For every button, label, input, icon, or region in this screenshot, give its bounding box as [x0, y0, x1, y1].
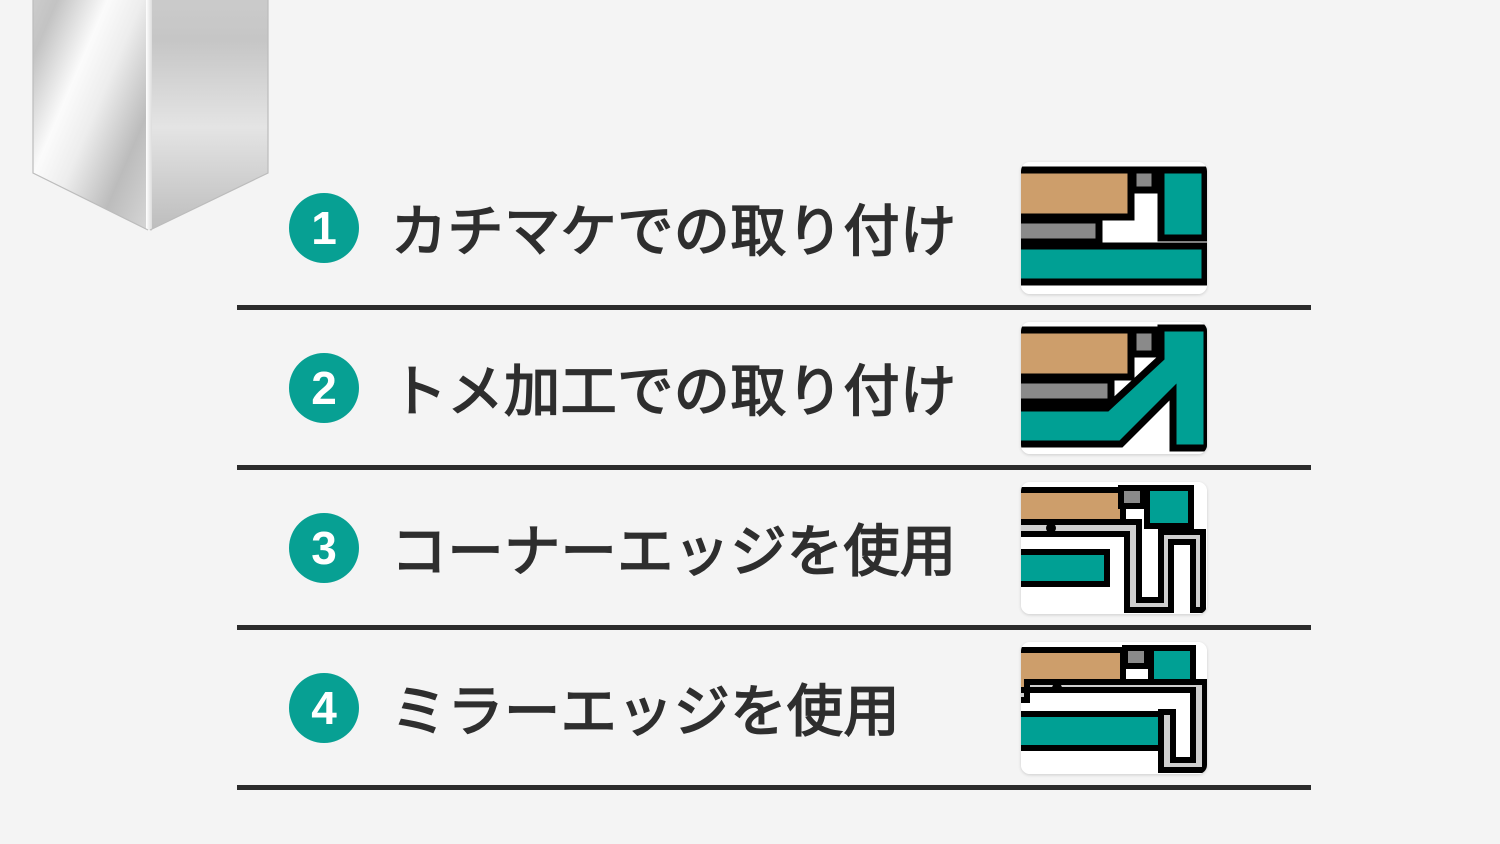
method-thumbnail-2[interactable] [1021, 321, 1207, 454]
method-row-4[interactable]: 4 ミラーエッジを使用 [237, 630, 1311, 790]
method-label-2: トメ加工での取り付け [391, 360, 957, 425]
method-number-badge-3: 3 [289, 512, 359, 583]
installation-method-list: 1 カチマケでの取り付け 2 トメ加工での取り付け [237, 150, 1311, 790]
method-label-1: カチマケでの取り付け [391, 200, 957, 265]
mirror-corner-highlight [146, 0, 152, 231]
method-row-1[interactable]: 1 カチマケでの取り付け [237, 150, 1311, 310]
method-label-3: コーナーエッジを使用 [391, 520, 957, 585]
method-row-3[interactable]: 3 コーナーエッジを使用 [237, 470, 1311, 630]
method-number-badge-1: 1 [289, 192, 359, 263]
method-number-badge-4: 4 [289, 672, 359, 743]
mirror-face-left [33, 0, 148, 230]
method-thumbnail-3[interactable] [1021, 481, 1207, 614]
corner-edge-detail-icon [1021, 481, 1207, 614]
method-thumbnail-4[interactable] [1021, 641, 1207, 774]
method-thumbnail-1[interactable] [1021, 161, 1207, 294]
method-label-4: ミラーエッジを使用 [391, 680, 901, 745]
mirror-edge-detail-icon [1021, 641, 1207, 774]
method-number-badge-2: 2 [289, 352, 359, 423]
method-row-2[interactable]: 2 トメ加工での取り付け [237, 310, 1311, 470]
katchimake-detail-icon [1021, 161, 1207, 294]
tome-miter-detail-icon [1021, 321, 1207, 454]
